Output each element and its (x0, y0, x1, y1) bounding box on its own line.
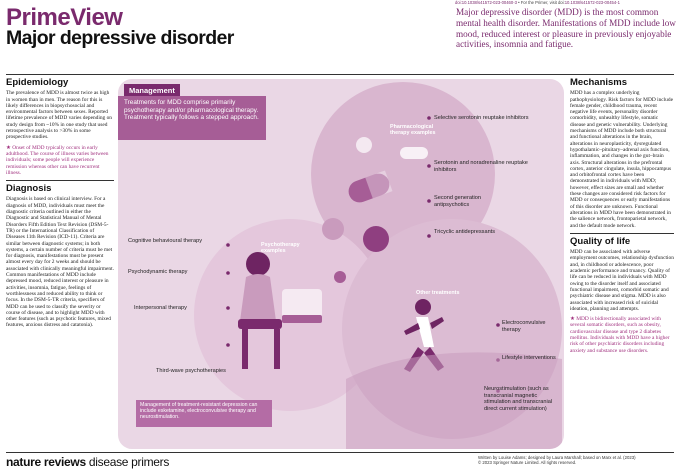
quality-of-life-body: MDD can be associated with adverse emplo… (570, 249, 674, 312)
pharma-tag: Pharmacological therapy examples (390, 124, 436, 137)
quality-of-life-heading: Quality of life (570, 235, 631, 247)
other-item-ect: Electroconvulsive therapy (502, 320, 546, 333)
epidemiology-note: ★ Onset of MDD typically occurs in early… (6, 145, 114, 176)
brand-title: PrimeView (6, 4, 123, 31)
psycho-item-cbt: Cognitive behavioural therapy (128, 238, 203, 244)
pills-illustration (322, 137, 428, 283)
treatment-resistant-note: Management of treatment-resistant depres… (136, 400, 272, 427)
psycho-item-psychodynamic: Psychodynamic therapy (128, 269, 188, 275)
management-panel: Management Treatments for MDD comprise p… (118, 79, 564, 449)
right-column: Mechanisms MDD has a complex underlying … (570, 77, 674, 358)
journal-logo: nature reviews disease primers (6, 455, 169, 469)
copyright-line: © 2023 Springer Nature Limited. All righ… (478, 460, 577, 466)
doi-mid-text: • For the Primer, visit doi: (516, 0, 565, 5)
runner-illustration (346, 299, 562, 449)
epidemiology-heading: Epidemiology (6, 77, 69, 88)
quality-of-life-note-text: MDD is bidirectionally associated with s… (570, 316, 670, 354)
pharma-item-snri: Serotonin and noradrenaline reuptake inh… (434, 160, 528, 173)
seated-person-illustration (238, 252, 322, 369)
pharma-item-tricyclics: Tricyclic antidepressants (434, 229, 496, 235)
left-column: Epidemiology The prevalence of MDD is al… (6, 77, 114, 333)
diagnosis-body: Diagnosis is based on clinical interview… (6, 196, 114, 329)
footer-divider (6, 452, 674, 453)
management-intro: Treatments for MDD comprise primarily ps… (118, 96, 266, 140)
management-illustration (194, 82, 562, 449)
other-item-lifestyle: Lifestyle interventions (502, 355, 556, 361)
pharma-item-ssri: Selective serotonin reuptake inhibitors (434, 115, 529, 121)
mechanisms-heading: Mechanisms (570, 77, 628, 88)
diagnosis-heading: Diagnosis (6, 183, 52, 195)
doi-link-left[interactable]: doi:10.1038/s41572-023-00460-3 (455, 0, 517, 5)
section-divider (570, 232, 674, 234)
journal-name-bold: nature reviews (6, 455, 86, 469)
header-divider (6, 74, 674, 75)
doi-line: doi:10.1038/s41572-023-00460-3 • For the… (455, 0, 680, 8)
psycho-item-third-wave: Third-wave psychotherapies (156, 368, 226, 374)
credit-block: Written by Louise Adams; designed by Lau… (478, 455, 674, 465)
psycho-item-interpersonal: Interpersonal therapy (134, 305, 187, 311)
intro-text: Major depressive disorder (MDD) is the m… (456, 7, 676, 50)
section-divider (6, 180, 114, 182)
mechanisms-body: MDD has a complex underlying pathophysio… (570, 90, 673, 229)
epidemiology-note-text: Onset of MDD typically occurs in early a… (6, 144, 109, 176)
other-item-neurostimulation: Neurostimulation (such as transcranial m… (484, 386, 553, 412)
journal-name-rest: disease primers (85, 455, 170, 469)
page-title: Major depressive disorder (6, 27, 234, 49)
management-title: Management (124, 84, 180, 97)
star-icon: ★ (570, 316, 575, 323)
other-tag: Other treatments (416, 290, 460, 296)
star-icon: ★ (6, 144, 11, 151)
credit-line: Written by Louise Adams; designed by Lau… (478, 455, 636, 460)
epidemiology-body: The prevalence of MDD is almost twice as… (6, 90, 112, 141)
quality-of-life-note: ★ MDD is bidirectionally associated with… (570, 316, 674, 354)
psycho-tag: Psychotherapy examples (261, 242, 300, 255)
pharma-item-antipsychotics: Second generation antipsychotics (434, 195, 481, 208)
doi-link-right[interactable]: 10.1038/s41572-023-00454-1 (564, 0, 620, 5)
